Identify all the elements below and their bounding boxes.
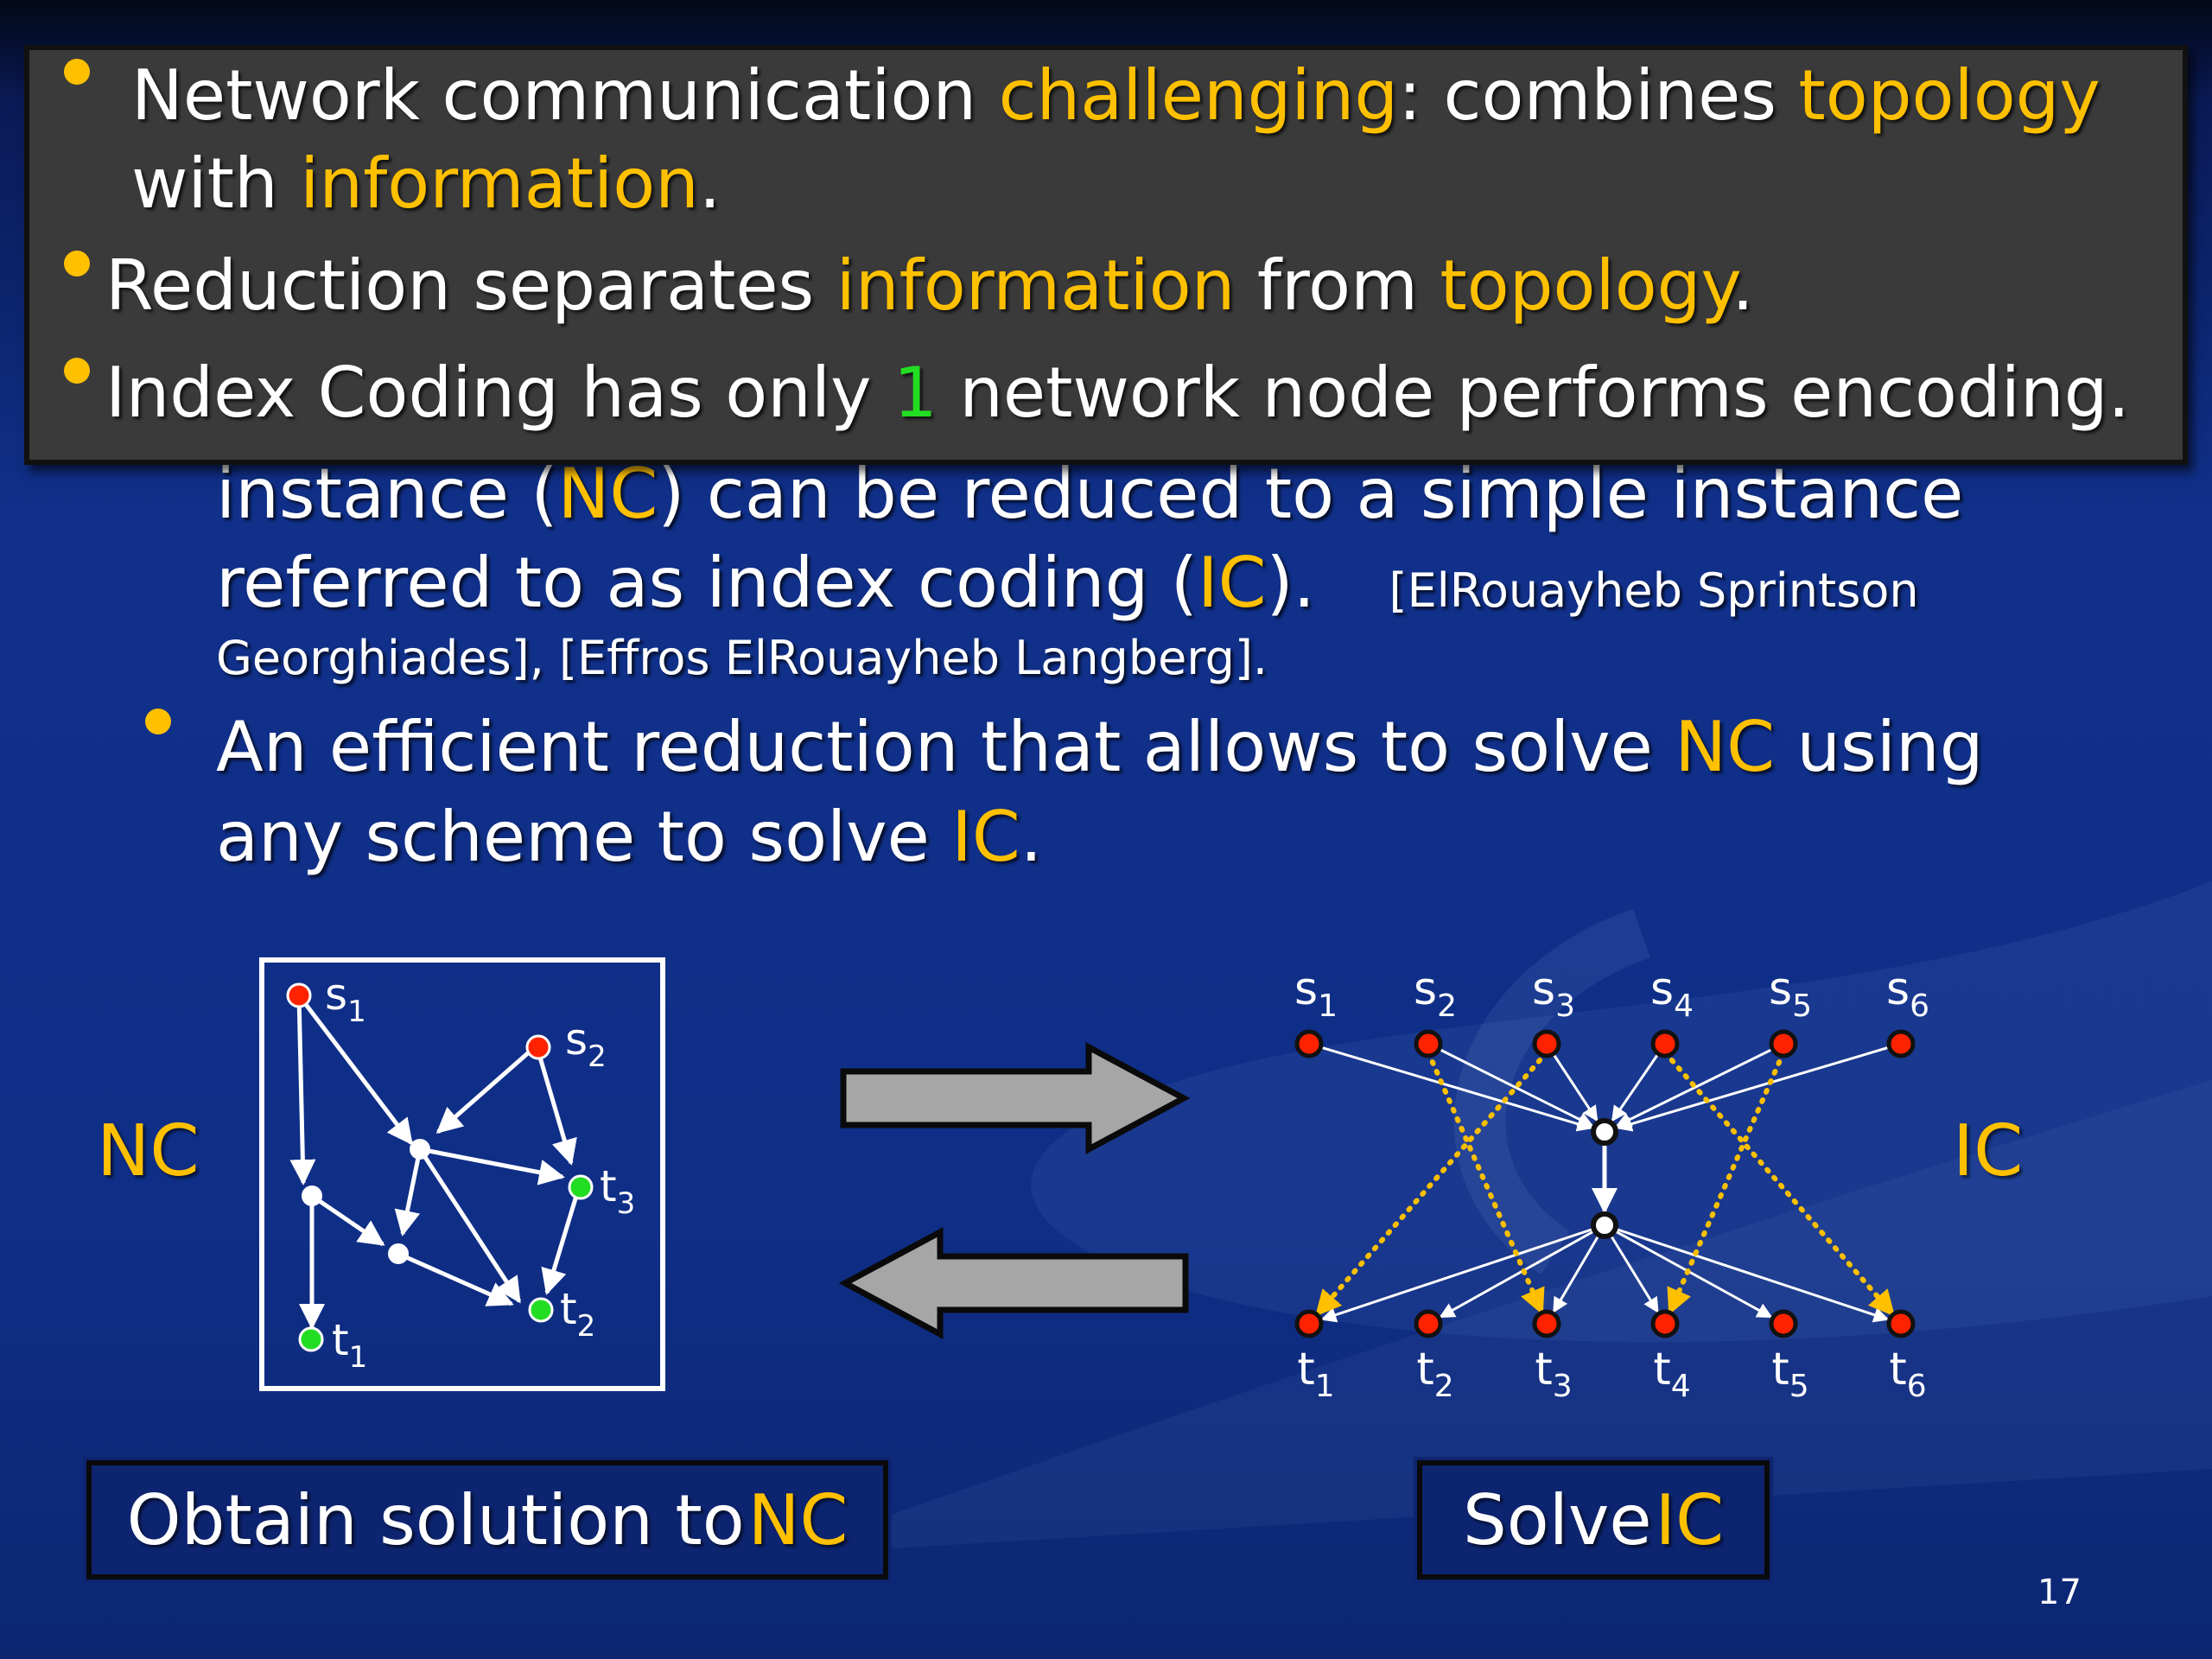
- ic-sink-label-6: t6: [1889, 1344, 1926, 1404]
- label-t2: t2: [560, 1284, 595, 1344]
- ic-source-label-6: s6: [1886, 963, 1929, 1024]
- ic-sink-node-6: [1886, 1309, 1916, 1338]
- ic-sink-node-3: [1532, 1309, 1561, 1338]
- ic-edge-source-3: [1545, 1043, 1599, 1122]
- ic-source-label-5: s5: [1769, 963, 1812, 1024]
- body-line-2: referred to as index coding (IC). [ElRou…: [216, 543, 1919, 623]
- right-arrow-icon: [840, 1042, 1191, 1154]
- ic-encoder-node: [1591, 1118, 1618, 1146]
- ic-sink-label-5: t5: [1771, 1344, 1808, 1404]
- ic-sink-node-1: [1294, 1309, 1324, 1338]
- callout-line-3: Reduction separates information from top…: [105, 245, 1754, 326]
- bullet-icon: [64, 358, 90, 384]
- ic-source-node-1: [1294, 1029, 1324, 1058]
- ic-network-diagram: s1 s2 s3 s4 s5 s6 t1 t2 t3 t4 t5 t6: [1294, 963, 1929, 1404]
- ic-edge-source-2: [1427, 1042, 1594, 1128]
- ic-edge-source-1: [1308, 1042, 1593, 1132]
- ic-source-node-6: [1886, 1029, 1916, 1058]
- label-t1: t1: [332, 1315, 367, 1375]
- ic-source-label-4: s4: [1650, 963, 1694, 1024]
- node-t1: [298, 1326, 324, 1352]
- ic-side-info-edge-4: [1667, 1050, 1786, 1316]
- bullet-icon: [64, 59, 90, 85]
- ic-sink-label-2: t2: [1416, 1344, 1453, 1404]
- node-t2: [528, 1297, 554, 1323]
- ic-source-label-3: s3: [1532, 963, 1575, 1024]
- node-s1: [286, 982, 312, 1008]
- ic-edge-sink-3: [1552, 1224, 1606, 1313]
- ic-source-node-2: [1414, 1029, 1443, 1058]
- callout-box: Network communication challenging: combi…: [24, 45, 2188, 465]
- node-s2: [525, 1034, 551, 1060]
- nc-label: NC: [97, 1110, 200, 1192]
- ic-edge-sink-4: [1603, 1224, 1659, 1313]
- ic-edge-source-4: [1611, 1043, 1667, 1122]
- ic-source-node-4: [1650, 1029, 1680, 1058]
- citation: [ElRouayheb Sprintson: [1389, 563, 1919, 618]
- node-lower: [388, 1243, 409, 1264]
- node-left: [302, 1185, 322, 1206]
- ic-sink-node-4: [1650, 1309, 1680, 1338]
- ic-sink-node-2: [1414, 1309, 1443, 1338]
- page-number: 17: [2037, 1573, 2082, 1612]
- ic-side-info-edge-3: [1662, 1050, 1896, 1318]
- ic-sink-node-5: [1769, 1309, 1798, 1338]
- bullet-line-2: any scheme to solve IC.: [216, 797, 1043, 877]
- ic-sink-label-4: t4: [1653, 1344, 1690, 1404]
- bullet-line-1: An efficient reduction that allows to so…: [216, 707, 1984, 787]
- ic-edge-sink-6: [1604, 1224, 1890, 1323]
- node-t3: [568, 1174, 594, 1200]
- ic-edge-sink-1: [1320, 1224, 1605, 1323]
- ic-source-label-1: s1: [1294, 963, 1338, 1024]
- obtain-solution-box: Obtain solution to NC: [86, 1460, 888, 1580]
- solve-ic-box: Solve IC: [1417, 1460, 1770, 1580]
- ic-source-node-3: [1532, 1029, 1561, 1058]
- nc-frame: [259, 957, 665, 1391]
- node-middle: [410, 1139, 430, 1160]
- ic-sink-label-1: t1: [1297, 1344, 1334, 1404]
- ic-sink-label-3: t3: [1535, 1344, 1572, 1404]
- ic-broadcast-node: [1591, 1211, 1618, 1239]
- callout-line-2: with information.: [131, 143, 721, 224]
- label-s2: s2: [565, 1014, 607, 1074]
- ic-source-label-2: s2: [1414, 963, 1457, 1024]
- left-arrow-icon: [838, 1227, 1189, 1339]
- bullet-icon: [145, 709, 171, 734]
- callout-line-1: Network communication challenging: combi…: [131, 55, 2101, 136]
- ic-edge-source-5: [1615, 1042, 1784, 1128]
- ic-edge-source-6: [1616, 1042, 1902, 1132]
- body-line-3-citation: Georghiades], [Effros ElRouayheb Langber…: [216, 631, 1268, 685]
- label-s1: s1: [325, 969, 366, 1029]
- callout-line-4: Index Coding has only 1 network node per…: [105, 353, 2130, 433]
- ic-source-node-5: [1769, 1029, 1798, 1058]
- bullet-icon: [64, 251, 90, 276]
- ic-side-info-edge-1: [1426, 1050, 1545, 1316]
- label-t3: t3: [600, 1161, 635, 1221]
- ic-side-info-edge-2: [1314, 1050, 1549, 1318]
- ic-label: IC: [1953, 1110, 2024, 1192]
- nc-network-diagram: s1 s2 t3 t2 t1: [259, 957, 665, 1391]
- body-line-1: instance (NC) can be reduced to a simple…: [216, 454, 1964, 534]
